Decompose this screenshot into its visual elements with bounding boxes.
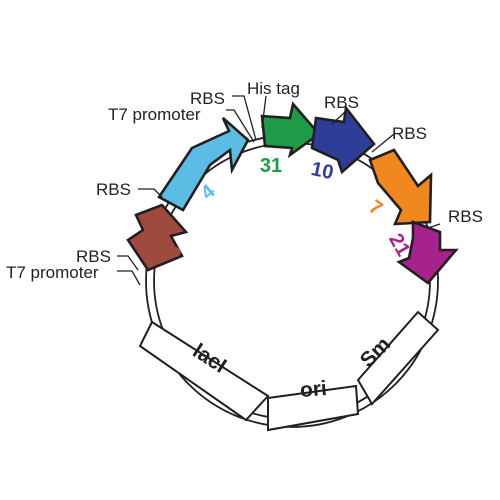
rbs-label-bottom-left: RBS [76, 247, 111, 266]
t7-promoter-label-top: T7 promoter [108, 105, 201, 124]
rbs-label-top: RBS [324, 93, 359, 112]
ori-box [267, 384, 360, 432]
gene-4-arrow [157, 117, 250, 212]
leader-lines [117, 95, 441, 286]
annotation-labels: RBS T7 promoter RBS RBS T7 promoter His … [6, 79, 483, 282]
gene-7-arrow [368, 148, 433, 226]
gene-10-arrow [310, 104, 376, 175]
sm-box [356, 310, 440, 406]
backbone-boxes: lacI ori Sm [138, 310, 440, 432]
rbs-label-top-right: RBS [392, 124, 427, 143]
gene-21-arrow [396, 220, 459, 285]
gene-6-arrow [126, 203, 189, 272]
ori-label: ori [299, 377, 328, 402]
gene-7-label: 7 [365, 196, 387, 220]
rbs-label-left: RBS [96, 180, 131, 199]
rbs-label-right: RBS [448, 207, 483, 226]
laci-box [138, 320, 270, 422]
t7-promoter-label-bottom: T7 promoter [6, 263, 99, 282]
gene-arrows [126, 101, 459, 285]
rbs-label-top-left: RBS [190, 89, 225, 108]
gene-10-label: 10 [309, 158, 335, 184]
gene-4-label: 4 [197, 180, 220, 205]
gene-31-arrow [260, 101, 321, 159]
his-tag-label: His tag [247, 79, 300, 98]
gene-31-label: 31 [260, 155, 282, 177]
